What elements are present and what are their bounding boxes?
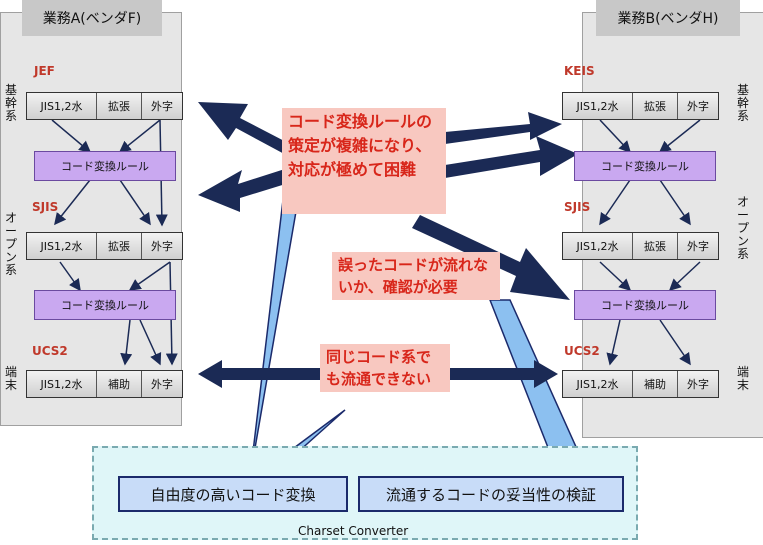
cell-jis: JIS1,2水 xyxy=(27,371,97,397)
vendor-a-side-core: 基幹系 xyxy=(4,83,17,123)
vendor-b-code-ucs2: UCS2 xyxy=(564,344,600,358)
pointer-flexible xyxy=(249,199,299,478)
charset-converter-label: Charset Converter xyxy=(298,524,409,538)
vendor-b-rule-1: コード変換ルール xyxy=(574,151,716,181)
arrow-to-keis xyxy=(445,112,562,144)
cell-jis: JIS1,2水 xyxy=(563,371,633,397)
validation-box: 流通するコードの妥当性の検証 xyxy=(358,476,624,512)
vendor-b-side-terminal: 端末 xyxy=(736,365,749,392)
vendor-a-side-terminal: 端末 xyxy=(4,365,17,392)
arrow-to-rule-b-top xyxy=(445,136,578,178)
vendor-b-code-keis: KEIS xyxy=(564,64,595,78)
cell-ext: 拡張 xyxy=(633,233,678,259)
vendor-a-code-jef: JEF xyxy=(34,64,55,78)
cell-ext: 拡張 xyxy=(97,233,142,259)
cell-gaiji: 外字 xyxy=(678,371,718,397)
cell-gaiji: 外字 xyxy=(678,233,718,259)
vendor-a-rule-2: コード変換ルール xyxy=(34,290,176,320)
cell-jis: JIS1,2水 xyxy=(563,233,633,259)
vendor-a-rule-1: コード変換ルール xyxy=(34,151,176,181)
cell-gaiji: 外字 xyxy=(142,371,182,397)
arrow-to-ucs2-a xyxy=(198,360,320,388)
arrow-to-ucs2-b xyxy=(450,360,558,388)
cell-jis: JIS1,2水 xyxy=(563,93,633,119)
vendor-a-side-open: オープン系 xyxy=(4,211,17,277)
vendor-b-row-keis: JIS1,2水 拡張 外字 xyxy=(562,92,719,120)
flexible-conversion-box: 自由度の高いコード変換 xyxy=(118,476,348,512)
cell-jis: JIS1,2水 xyxy=(27,93,97,119)
vendor-a-code-ucs2: UCS2 xyxy=(32,344,68,358)
callout-verify-code: 誤ったコードが流れないか、確認が必要 xyxy=(332,252,500,300)
cell-gaiji: 外字 xyxy=(678,93,718,119)
vendor-b-code-sjis: SJIS xyxy=(564,200,591,214)
cell-sub: 補助 xyxy=(97,371,142,397)
cell-ext: 拡張 xyxy=(633,93,678,119)
vendor-b-side-open: オープン系 xyxy=(736,195,749,261)
cell-gaiji: 外字 xyxy=(142,93,182,119)
callout-same-system: 同じコード系でも流通できない xyxy=(320,344,450,392)
cell-gaiji: 外字 xyxy=(142,233,182,259)
vendor-a-title: 業務A(ベンダF) xyxy=(22,0,162,36)
callout-complex-rules: コード変換ルールの策定が複雑になり、対応が極めて困難 xyxy=(282,108,446,214)
cell-ext: 拡張 xyxy=(97,93,142,119)
vendor-b-row-sjis: JIS1,2水 拡張 外字 xyxy=(562,232,719,260)
vendor-b-side-core: 基幹系 xyxy=(736,83,749,123)
vendor-b-rule-2: コード変換ルール xyxy=(574,290,716,320)
vendor-b-panel xyxy=(582,12,763,438)
vendor-a-code-sjis: SJIS xyxy=(32,200,59,214)
cell-jis: JIS1,2水 xyxy=(27,233,97,259)
vendor-a-row-ucs2: JIS1,2水 補助 外字 xyxy=(26,370,183,398)
arrow-to-jef xyxy=(198,102,292,156)
arrow-to-sjis-a xyxy=(198,168,292,212)
vendor-b-title: 業務B(ベンダH) xyxy=(596,0,740,36)
cell-sub: 補助 xyxy=(633,371,678,397)
vendor-a-row-sjis: JIS1,2水 拡張 外字 xyxy=(26,232,183,260)
vendor-a-row-jef: JIS1,2水 拡張 外字 xyxy=(26,92,183,120)
vendor-b-row-ucs2: JIS1,2水 補助 外字 xyxy=(562,370,719,398)
